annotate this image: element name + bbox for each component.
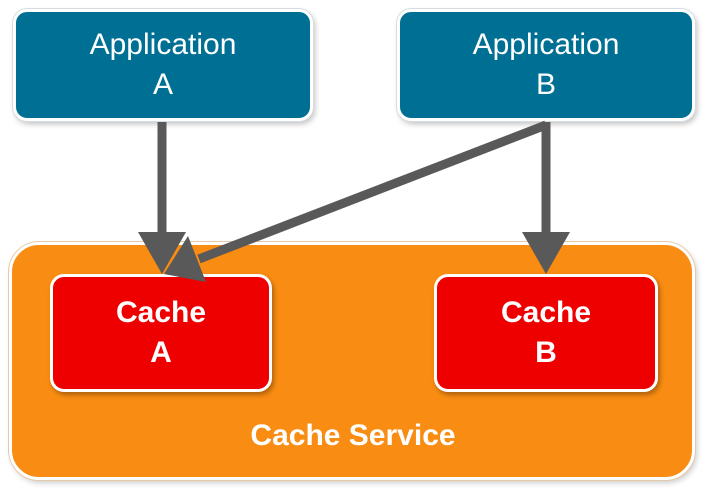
cache-a-label-line2: A bbox=[150, 336, 172, 369]
application-b-box: Application B bbox=[397, 9, 695, 121]
application-a-box: Application A bbox=[13, 9, 313, 121]
cache-b-label-line1: Cache bbox=[500, 296, 592, 329]
cache-a-box: Cache A bbox=[50, 274, 272, 392]
cache-b-label-line2: B bbox=[535, 336, 557, 369]
application-b-label-line2: B bbox=[535, 68, 556, 101]
cache-a-label-line1: Cache bbox=[115, 296, 207, 329]
application-b-label-line1: Application bbox=[472, 28, 620, 61]
application-a-label-line1: Application bbox=[89, 28, 237, 61]
arrow-app-b-to-cache-a-shaft bbox=[197, 120, 548, 264]
cache-b-box: Cache B bbox=[434, 274, 658, 392]
cache-service-label: Cache Service bbox=[250, 419, 456, 452]
application-a-label-line2: A bbox=[152, 68, 173, 101]
